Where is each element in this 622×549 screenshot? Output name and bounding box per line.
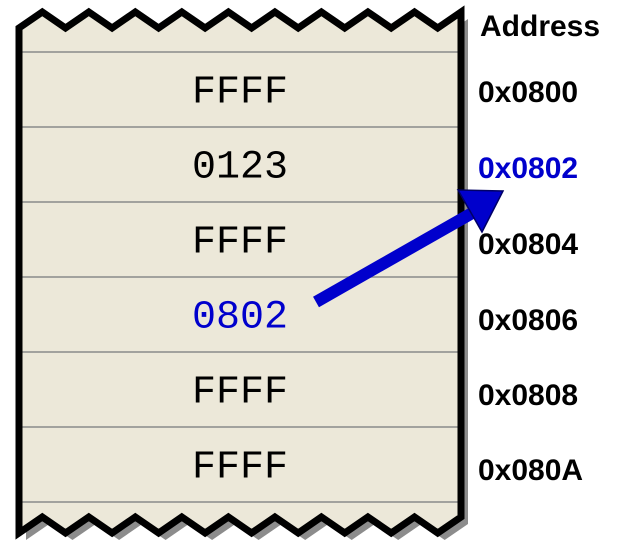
address-label: 0x0806 — [478, 304, 578, 337]
address-label: 0x0804 — [478, 228, 578, 261]
memory-block-outline — [15, 5, 465, 540]
pointer-arrowhead — [456, 189, 505, 234]
memory-block — [19, 12, 461, 533]
memory-cell-value: 0802 — [192, 296, 288, 341]
memory-cell-value: FFFF — [192, 446, 288, 491]
address-header: Address — [480, 10, 600, 43]
memory-cell-value: FFFF — [192, 371, 288, 416]
pointer-arrow-shaft — [313, 206, 477, 308]
memory-cell-value: 0123 — [192, 146, 288, 191]
address-label: 0x0800 — [478, 76, 578, 109]
memory-cell-value: FFFF — [192, 71, 288, 116]
pointer-arrow — [313, 189, 505, 308]
address-label: 0x080A — [478, 454, 583, 487]
address-label: 0x0808 — [478, 379, 578, 412]
address-column: 0x0800 0x0802 0x0804 0x0806 0x0808 0x080A — [478, 76, 583, 487]
address-label: 0x0802 — [478, 152, 578, 185]
memory-cell-value: FFFF — [192, 221, 288, 266]
row-dividers — [19, 51, 461, 503]
